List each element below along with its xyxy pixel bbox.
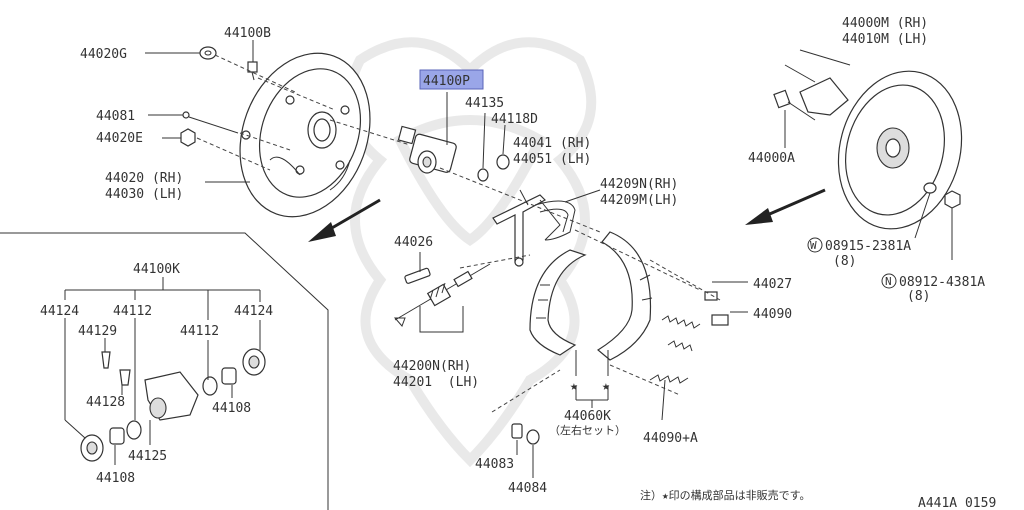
label-44108-right[interactable]: 44108 <box>212 401 251 416</box>
label-44100P[interactable]: 44100P <box>423 74 470 89</box>
label-44090[interactable]: 44090 <box>753 307 792 322</box>
leader-lines <box>64 40 851 478</box>
figure-id: A441A 0159 <box>918 496 996 510</box>
alignment-lines-left <box>196 54 411 171</box>
star-mark-left: ★ <box>570 379 578 394</box>
part-44020G-drawing <box>199 46 217 60</box>
label-44200N-rh[interactable]: 44200N(RH) <box>393 359 471 374</box>
label-44041-rh[interactable]: 44041 (RH) <box>513 136 591 151</box>
label-08912-qty: (8) <box>907 289 930 304</box>
springs-drawing <box>649 291 729 384</box>
cylinder-kit-drawing <box>80 348 266 462</box>
label-08912-4381A[interactable]: 08912-4381A <box>899 275 985 290</box>
label-44020-rh[interactable]: 44020 (RH) <box>105 171 183 186</box>
wheel-cylinder-drawing <box>397 125 457 174</box>
drum-assembly-drawing <box>773 64 963 260</box>
part-44020E-drawing <box>180 128 251 147</box>
label-44083[interactable]: 44083 <box>475 457 514 472</box>
label-44000M-rh[interactable]: 44000M (RH) <box>842 16 928 31</box>
label-08915-qty: (8) <box>833 254 856 269</box>
label-44112-right[interactable]: 44112 <box>180 324 219 339</box>
part-44135-drawing <box>477 112 489 182</box>
circled-w-marker: W <box>807 237 823 253</box>
label-44051-lh[interactable]: 44051 (LH) <box>513 152 591 167</box>
star-mark-right: ★ <box>602 379 610 394</box>
highlight-44100P <box>419 69 484 90</box>
label-08915-2381A[interactable]: 08915-2381A <box>825 239 911 254</box>
label-44135[interactable]: 44135 <box>465 96 504 111</box>
label-44112-top[interactable]: 44112 <box>113 304 152 319</box>
circled-n-text: N <box>885 275 892 288</box>
label-44108-left[interactable]: 44108 <box>96 471 135 486</box>
label-44000A[interactable]: 44000A <box>748 151 795 166</box>
label-44129[interactable]: 44129 <box>78 324 117 339</box>
hold-down-parts-drawing <box>491 369 561 445</box>
label-44124-left[interactable]: 44124 <box>40 304 79 319</box>
label-44026[interactable]: 44026 <box>394 235 433 250</box>
part-44118D-drawing <box>496 124 510 170</box>
adjuster-drawing <box>393 263 491 333</box>
watermark-crest <box>343 37 597 468</box>
subassembly-frame <box>0 232 329 510</box>
label-44125[interactable]: 44125 <box>128 449 167 464</box>
backing-plate-drawing <box>239 52 371 218</box>
label-44084[interactable]: 44084 <box>508 481 547 496</box>
label-44030-lh[interactable]: 44030 (LH) <box>105 187 183 202</box>
label-44027[interactable]: 44027 <box>753 277 792 292</box>
label-44124-right[interactable]: 44124 <box>234 304 273 319</box>
label-44118D[interactable]: 44118D <box>491 112 538 127</box>
label-44081[interactable]: 44081 <box>96 109 135 124</box>
brake-shoes-drawing <box>529 231 653 361</box>
label-44209N-rh[interactable]: 44209N(RH) <box>600 177 678 192</box>
label-44060K[interactable]: 44060K <box>564 409 611 424</box>
parking-lever-drawing <box>492 194 561 267</box>
label-44201-lh[interactable]: 44201 (LH) <box>393 375 479 390</box>
front-direction-arrow-left <box>308 198 381 242</box>
label-44128[interactable]: 44128 <box>86 395 125 410</box>
part-44081-drawing <box>182 111 239 134</box>
label-44020E[interactable]: 44020E <box>96 131 143 146</box>
circled-w-text: W <box>810 239 817 252</box>
label-44209M-lh[interactable]: 44209M(LH) <box>600 193 678 208</box>
label-44100K[interactable]: 44100K <box>133 262 180 277</box>
label-44010M-lh[interactable]: 44010M (LH) <box>842 32 928 47</box>
strut-drawing <box>534 200 576 241</box>
front-direction-arrow-right <box>745 188 826 225</box>
label-44090-A[interactable]: 44090+A <box>643 431 698 446</box>
circled-n-marker: N <box>881 273 897 289</box>
label-44060K-set-note: （左右セット） <box>549 423 626 437</box>
alignment-lines-right <box>439 167 721 396</box>
label-44020G[interactable]: 44020G <box>80 47 127 62</box>
label-44100B[interactable]: 44100B <box>224 26 271 41</box>
footnote: 注）★印の構成部品は非販売です。 <box>640 488 811 502</box>
